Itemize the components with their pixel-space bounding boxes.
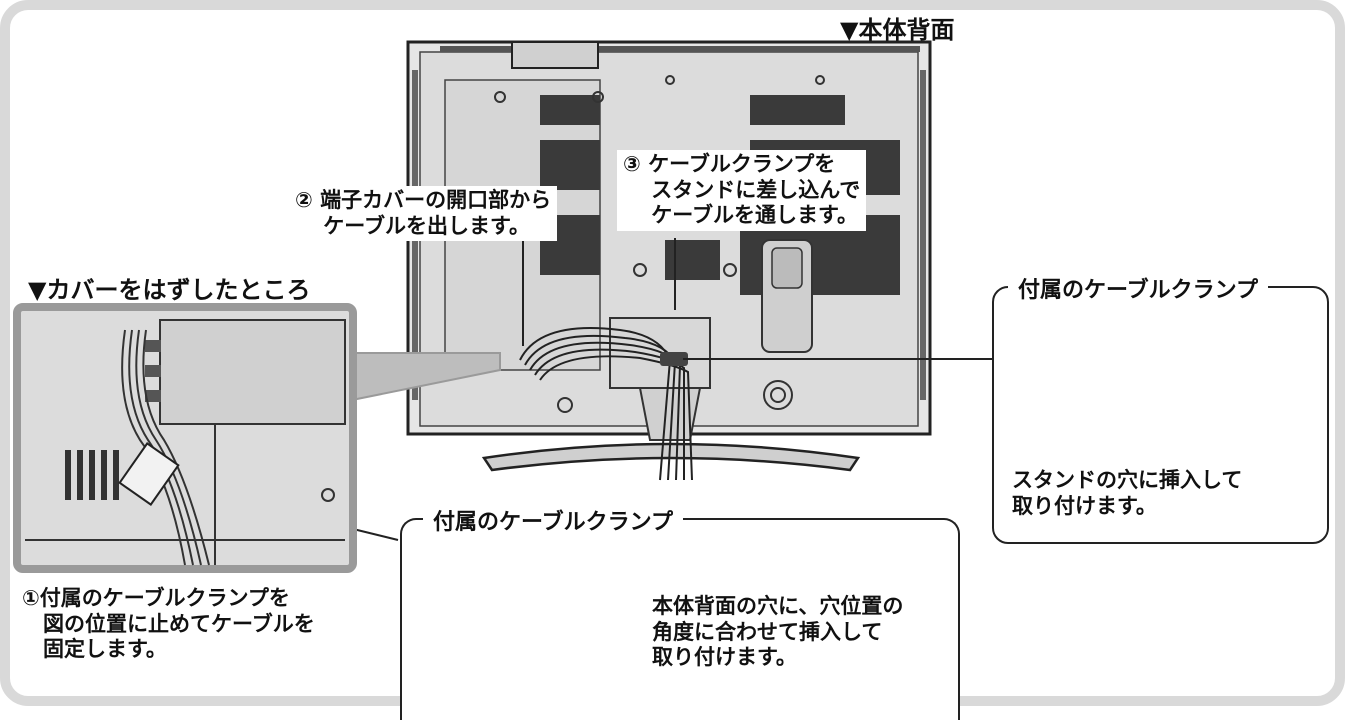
- rear-clamp-caption-line2: 角度に合わせて挿入して: [652, 619, 883, 644]
- stand-clamp-box: [992, 286, 1329, 544]
- rear-clamp-caption-line3: 取り付けます。: [652, 645, 797, 670]
- inset-title: ▼カバーをはずしたところ: [28, 276, 311, 304]
- step1-label: ①付属のケーブルクランプを 図の位置に止めてケーブルを 固定します。: [22, 586, 315, 663]
- step2-label: ② 端子カバーの開口部から ケーブルを出します。: [289, 186, 558, 242]
- rear-clamp-caption-line1: 本体背面の穴に、穴位置の: [652, 594, 904, 618]
- rear-clamp-caption: 本体背面の穴に、穴位置の 角度に合わせて挿入して 取り付けます。: [652, 594, 903, 671]
- step2-line2: ケーブルを出します。: [295, 213, 530, 238]
- step1-line2: 図の位置に止めてケーブルを: [22, 611, 315, 636]
- stand-clamp-caption-line1: スタンドの穴に挿入して: [1012, 468, 1243, 492]
- stand-clamp-caption-line2: 取り付けます。: [1012, 493, 1157, 518]
- rear-view-title: ▼本体背面: [840, 16, 955, 44]
- rear-clamp-title: 付属のケーブルクランプ: [423, 504, 684, 536]
- step2-line1: ② 端子カバーの開口部から: [295, 188, 552, 212]
- stand-clamp-title: 付属のケーブルクランプ: [1008, 272, 1269, 304]
- step1-line3: 固定します。: [22, 637, 167, 662]
- inset-closeup-illustration: [13, 303, 357, 573]
- tv-rear-illustration: [406, 40, 932, 481]
- step1-line1: ①付属のケーブルクランプを: [22, 586, 290, 610]
- step3-label: ③ ケーブルクランプを スタンドに差し込んで ケーブルを通します。: [617, 150, 867, 231]
- step3-line2: スタンドに差し込んで: [623, 177, 861, 202]
- step3-line3: ケーブルを通します。: [623, 203, 858, 228]
- step3-line1: ③ ケーブルクランプを: [623, 152, 836, 176]
- stand-clamp-caption: スタンドの穴に挿入して 取り付けます。: [1012, 468, 1242, 519]
